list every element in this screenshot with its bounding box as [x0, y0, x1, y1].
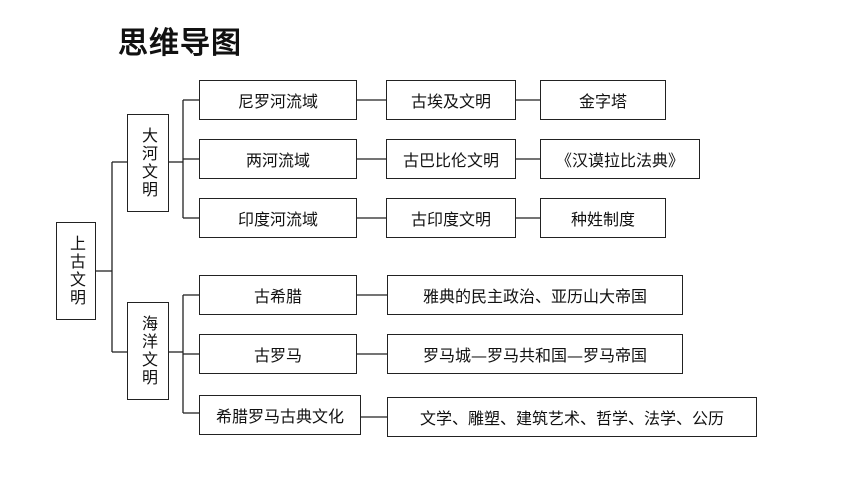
detail-node: 文学、雕塑、建筑艺术、哲学、法学、公历: [387, 397, 757, 437]
region-node: 两河流域: [199, 139, 357, 179]
page-title: 思维导图: [118, 26, 242, 61]
achievement-node: 金字塔: [540, 80, 666, 120]
civilization-node: 古印度文明: [386, 198, 516, 238]
region-node: 尼罗河流域: [199, 80, 357, 120]
civilization-node: 古巴比伦文明: [386, 139, 516, 179]
detail-node: 罗马城—罗马共和国—罗马帝国: [387, 334, 683, 374]
branch-river-civilization: 大河文明: [127, 114, 169, 212]
detail-node: 雅典的民主政治、亚历山大帝国: [387, 275, 683, 315]
achievement-node: 《汉谟拉比法典》: [540, 139, 700, 179]
branch-maritime-civilization: 海洋文明: [127, 302, 169, 400]
region-node: 印度河流域: [199, 198, 357, 238]
region-node: 古罗马: [199, 334, 357, 374]
civilization-node: 古埃及文明: [386, 80, 516, 120]
root-node: 上古文明: [56, 222, 96, 320]
region-node: 希腊罗马古典文化: [199, 395, 361, 435]
region-node: 古希腊: [199, 275, 357, 315]
achievement-node: 种姓制度: [540, 198, 666, 238]
